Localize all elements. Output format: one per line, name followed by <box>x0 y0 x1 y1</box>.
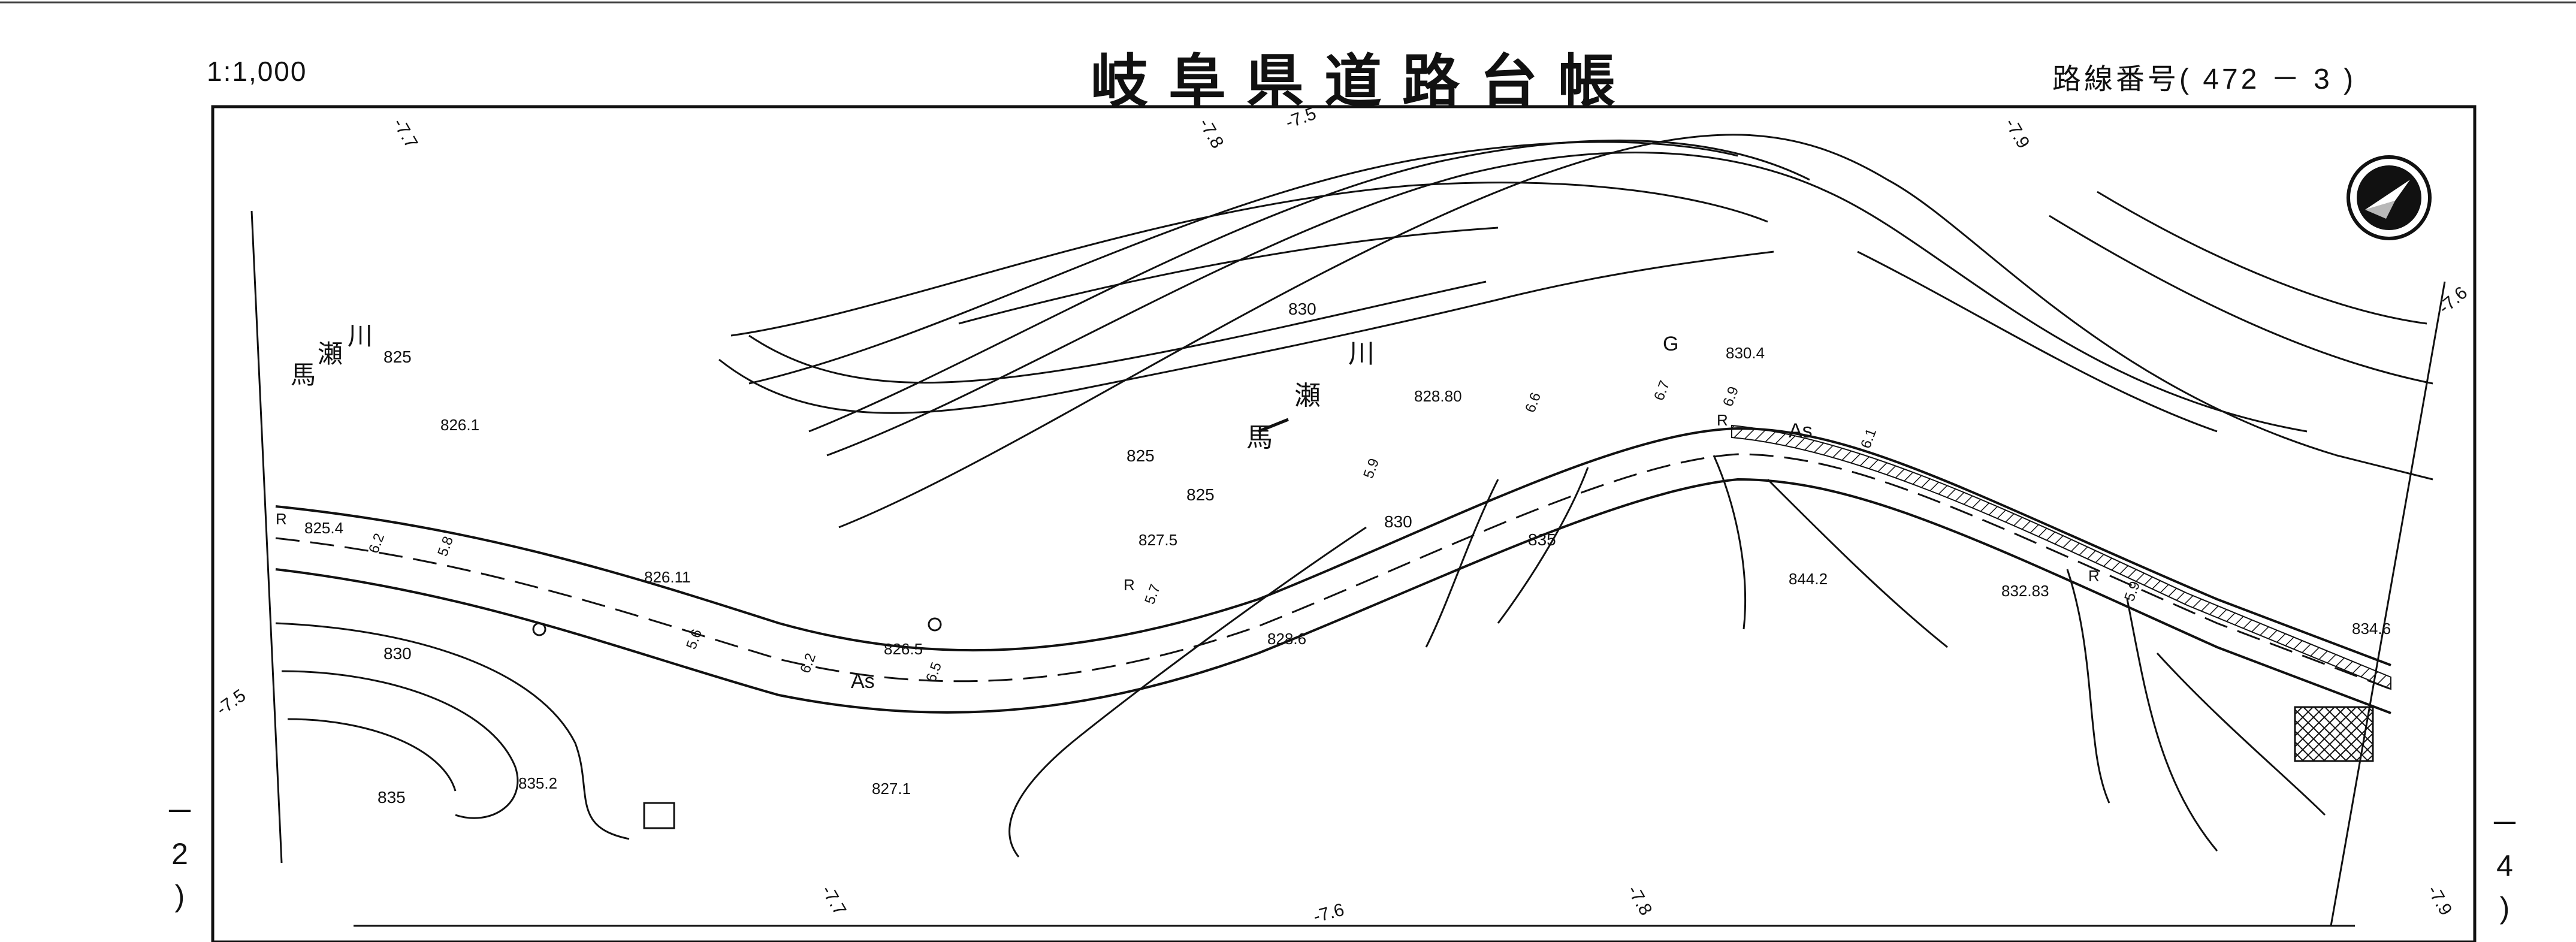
road-width: 6.2 <box>797 651 819 675</box>
spot-elevation: 830.4 <box>1726 344 1765 362</box>
asphalt-label: As <box>851 670 875 693</box>
river-name-char: 川 <box>1348 339 1375 369</box>
contour-label: 830 <box>1384 512 1412 531</box>
spot-elevation: 827.1 <box>872 780 911 798</box>
road-width: 6.6 <box>1522 390 1544 415</box>
road-width: 6.7 <box>1651 378 1673 403</box>
spot-elevation: 825.4 <box>304 519 343 537</box>
spot-elevation: 827.5 <box>1138 531 1177 549</box>
grid-ticks: -7.7 -7.8 -7.5 -7.9 -7.6 -7.5 -7.7 -7.6 … <box>213 104 2471 927</box>
grid-tick: -7.7 <box>389 115 421 152</box>
contours-lower <box>275 455 2326 858</box>
contour-label: 825 <box>383 348 412 366</box>
retaining-wall <box>1731 424 2391 690</box>
north-arrow-icon <box>2347 155 2432 240</box>
spot-elevation: 826.11 <box>644 568 691 586</box>
surface-codes: As As G R R R R <box>276 333 2100 693</box>
route-number: 路線番号( 472 － 3 ) <box>2052 64 2357 95</box>
retaining-label: R <box>1124 576 1135 594</box>
road-width: 6.9 <box>1720 384 1742 409</box>
page-title: 岐阜県道路台帳 <box>1091 50 1636 114</box>
map-scale: 1:1,000 <box>207 56 307 87</box>
road-width: 6.2 <box>366 531 388 555</box>
grid-tick: -7.5 <box>213 686 249 720</box>
river-name: 馬 瀬 川 馬 瀬 川 <box>291 322 1375 452</box>
road-width: 6.1 <box>1858 426 1880 451</box>
spot-elevations: 826.1 825.4 826.11 827.5 826.5 828.6 827… <box>304 344 2391 798</box>
left-sheet-paren: ) <box>174 879 185 913</box>
contour-label: 825 <box>1186 485 1215 504</box>
river-name-char: 馬 <box>291 361 316 389</box>
spot-elevation: 828.6 <box>1267 630 1306 648</box>
spot-elevation: 834.6 <box>2352 620 2391 638</box>
asphalt-label: As <box>1789 419 1813 442</box>
contour-label: 830 <box>1288 300 1316 318</box>
contour-label: 830 <box>383 644 412 663</box>
grid-tick: -7.8 <box>1195 115 1227 152</box>
manhole-symbol <box>532 622 546 636</box>
river <box>718 250 1774 433</box>
right-sheet-number: 4 <box>2496 849 2513 883</box>
grid-tick: -7.8 <box>1623 882 1656 919</box>
spot-elevation: 844.2 <box>1789 570 1828 588</box>
right-sheet-border <box>2330 281 2446 926</box>
left-sheet-number: 2 <box>171 837 188 871</box>
road-width: 5.7 <box>1141 582 1164 606</box>
crosshatch-block <box>2294 706 2374 762</box>
retaining-label: R <box>1717 411 1728 429</box>
spot-elevation: 828.80 <box>1414 387 1462 405</box>
contour-label: 835 <box>378 788 406 807</box>
structure-box <box>643 802 675 829</box>
grid-tick: -7.9 <box>2423 882 2456 919</box>
grid-tick: -7.7 <box>817 882 850 919</box>
left-sheet-dash: － <box>165 795 195 829</box>
road-width: 5.9 <box>1360 456 1382 481</box>
contour-label: 835 <box>1528 530 1556 549</box>
left-sheet-border <box>250 210 283 864</box>
spot-elevation: 832.83 <box>2001 582 2049 600</box>
right-sheet-dash: － <box>2490 807 2520 841</box>
retaining-label: R <box>2088 567 2100 585</box>
grid-tick: -7.9 <box>2001 115 2033 152</box>
river-name-char: 川 <box>348 322 373 350</box>
road-width: 5.8 <box>434 534 457 558</box>
guardrail-label: G <box>1663 333 1678 355</box>
contours-upper <box>730 134 2433 529</box>
spot-elevation: 826.5 <box>884 640 923 658</box>
contour-label: 825 <box>1127 446 1155 465</box>
spot-elevation: 826.1 <box>440 416 479 434</box>
right-sheet-paren: ) <box>2499 891 2510 925</box>
grid-tick: -7.6 <box>1311 900 1346 927</box>
retaining-label: R <box>276 510 287 528</box>
river-name-char: 瀬 <box>1294 381 1321 410</box>
manhole-symbol <box>928 617 942 632</box>
right-sheet-marker: － 4 ) <box>2487 803 2523 929</box>
grid-tick: -7.6 <box>2435 283 2471 318</box>
spot-elevation: 835.2 <box>518 774 557 792</box>
contour-labels: 830 825 825 825 830 835 830 835 <box>378 300 1556 807</box>
river-name-char: 馬 <box>1246 423 1273 452</box>
road <box>275 427 2391 714</box>
map-frame <box>211 105 2477 942</box>
river-name-char: 瀬 <box>318 340 343 368</box>
left-sheet-marker: － 2 ) <box>162 791 198 917</box>
